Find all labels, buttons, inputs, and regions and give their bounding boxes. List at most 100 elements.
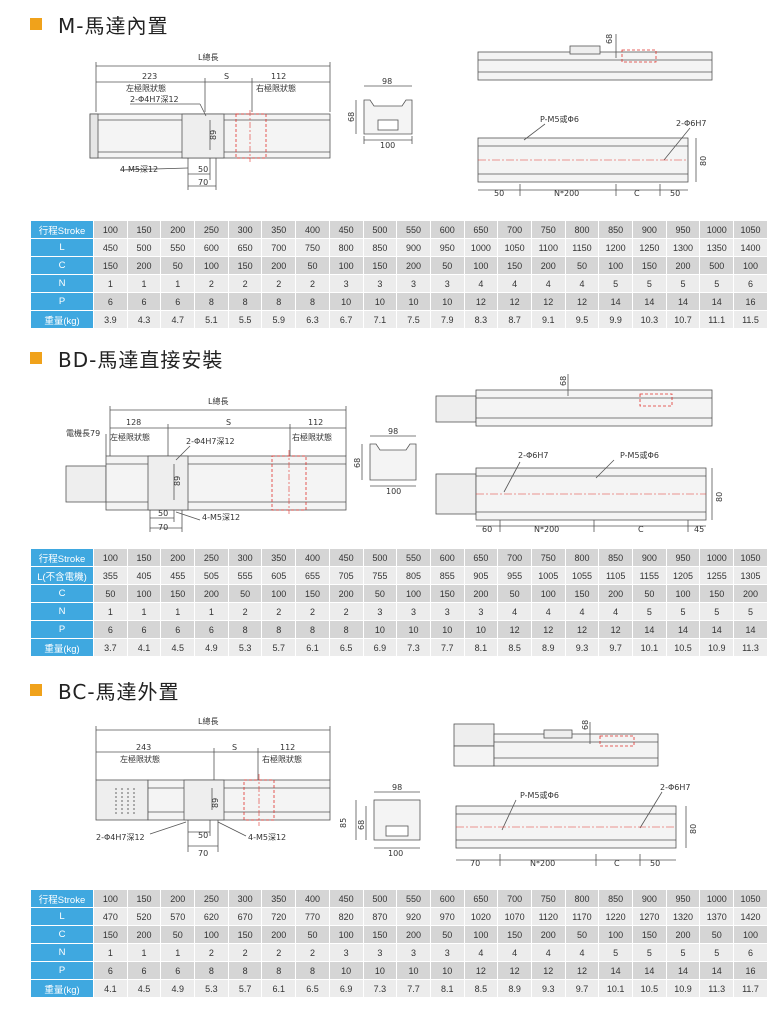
row-header: 行程Stroke [30,889,94,908]
table-cell: 4.3 [126,310,162,329]
table-cell: 8 [295,292,330,311]
table-cell: 3 [328,943,364,962]
label-pm5: P-M5或Φ6 [620,450,659,460]
table-cell: 650 [463,548,499,567]
table-cell: 2 [194,943,229,962]
label-hole1: 2-Φ4H7深12 [96,833,145,842]
table-cell: 1050 [497,238,532,257]
table-cell: 50 [295,925,330,944]
table-cell: 50 [429,256,465,275]
label-d80: 80 [689,824,698,834]
label-d80: 80 [699,156,708,166]
table-cell: 900 [632,889,667,908]
title-text: M-馬達內置 [58,13,169,38]
label-s: S [232,743,237,752]
table-cell: 400 [295,548,330,567]
table-cell: 150 [93,256,128,275]
table-cell: 100 [194,256,229,275]
label-bc: C [614,859,620,868]
table-cell: 8 [227,292,263,311]
label-left-limit: 左極限狀態 [110,432,150,442]
table-cell: 5.9 [261,310,297,329]
table-cell: 14 [699,292,735,311]
table-cell: 2 [261,274,297,293]
table-cell: 4.9 [194,638,229,657]
table-cell: 10.9 [699,638,735,657]
table-cell: 2 [295,943,330,962]
table-cell: 6.5 [295,979,330,998]
table-cell: 150 [362,256,398,275]
table-cell: 350 [261,889,297,908]
table-cell: 950 [429,238,465,257]
table-cell: 5 [665,274,701,293]
table-cell: 14 [632,961,667,980]
table-cell: 9.5 [564,310,600,329]
table-cell: 10.1 [598,979,633,998]
table-cell: 150 [126,889,162,908]
label-end-98: 98 [382,77,392,86]
label-right-limit: 右極限狀態 [292,432,332,442]
table-cell: 850 [598,220,633,239]
table-cell: 2 [227,943,263,962]
table-cell: 11.5 [733,310,768,329]
table-cell: 100 [126,584,162,603]
table-cell: 14 [665,961,701,980]
title-text: BD-馬達直接安裝 [58,347,224,372]
table-cell: 5 [699,943,735,962]
table-cell: 6 [126,961,162,980]
table-cell: 150 [227,256,263,275]
table-cell: 600 [429,889,465,908]
table-cell: 3 [362,943,398,962]
table-cell: 500 [362,220,398,239]
label-b60: 60 [482,525,492,534]
title-text: BC-馬達外置 [58,679,180,704]
table-cell: 5 [665,943,701,962]
table-cell: 8.5 [463,979,499,998]
label-end-98: 98 [388,427,398,436]
table-cell: 8 [194,961,229,980]
label-top-68: 68 [559,376,568,386]
table-cell: 400 [295,220,330,239]
table-cell: 6 [160,961,196,980]
table-cell: 12 [530,292,566,311]
table-cell: 6.1 [261,979,297,998]
table-cell: 1420 [733,907,768,926]
table-cell: 1320 [665,907,701,926]
table-cell: 5 [665,602,701,621]
table-cell: 100 [733,925,768,944]
label-pm5: P-M5或Φ6 [520,790,559,800]
drawing-bc: L總長 243 左極限狀態 S 112 右極限狀態 2-Φ4H7深12 4-M5… [95,716,698,868]
label-hole2: 4-M5深12 [248,833,286,842]
table-cell: 3 [396,943,431,962]
row-header: P [30,961,94,980]
table-cell: 50 [362,584,398,603]
table-cell: 500 [699,256,735,275]
table-cell: 100 [396,584,431,603]
drawing-m: L總長 223 左極限狀態 S 112 右極限狀態 2-Φ4H7深12 4-M5… [89,34,713,198]
label-s: S [224,72,229,81]
table-cell: 100 [530,584,566,603]
table-cell: 1 [160,602,196,621]
table-cell: 12 [497,961,532,980]
table-cell: 100 [463,256,499,275]
table-cell: 1 [194,602,229,621]
label-d89: 89 [211,798,220,808]
table-cell: 5.3 [194,979,229,998]
table-cell: 50 [564,925,600,944]
table-cell: 720 [261,907,297,926]
table-cell: 820 [328,907,364,926]
table-cell: 50 [699,925,735,944]
table-cell: 8.7 [497,310,532,329]
table-cell: 9.9 [598,310,633,329]
table-cell: 150 [126,220,162,239]
label-hole2: 4-M5深12 [202,513,240,522]
table-cell: 7.3 [396,638,431,657]
table-cell: 5 [632,943,667,962]
label-phi6: 2-Φ6H7 [518,451,548,460]
